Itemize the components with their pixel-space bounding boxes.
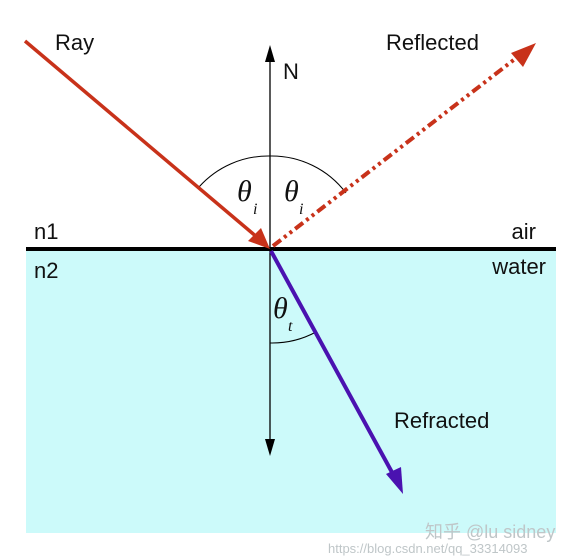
- water-label: water: [491, 254, 546, 279]
- reflected-ray-arrowhead: [511, 43, 536, 67]
- n2-label: n2: [34, 258, 58, 283]
- watermark-url: https://blog.csdn.net/qq_33314093: [328, 541, 528, 556]
- incident-angle-theta: θ: [237, 175, 252, 208]
- normal-arrow-up: [265, 45, 275, 62]
- water-region: [26, 250, 556, 533]
- reflected-angle-theta: θ: [284, 175, 299, 208]
- refracted-ray: [269, 250, 396, 477]
- refracted-angle-theta: θ: [273, 292, 288, 325]
- normal-arrow-down: [265, 439, 275, 456]
- reflected-angle-subscript: i: [299, 201, 303, 218]
- normal-label: N: [283, 59, 299, 84]
- incident-ray: [23, 39, 260, 240]
- refracted-label: Refracted: [394, 408, 489, 433]
- reflected-ray: [271, 50, 526, 248]
- watermark-brand: 知乎 @lu sidney: [425, 522, 555, 542]
- n1-label: n1: [34, 219, 58, 244]
- reflected-label: Reflected: [386, 30, 479, 55]
- incident-angle-subscript: i: [253, 201, 257, 218]
- ray-label: Ray: [55, 30, 94, 55]
- air-label: air: [512, 219, 536, 244]
- refracted-angle-subscript: t: [288, 318, 293, 335]
- refracted-ray-arrowhead: [386, 467, 403, 494]
- incident-angle-arc: [198, 155, 271, 188]
- incident-ray-arrowhead: [248, 228, 270, 249]
- reflected-angle-arc: [269, 155, 347, 194]
- refracted-angle-arc: [269, 331, 317, 344]
